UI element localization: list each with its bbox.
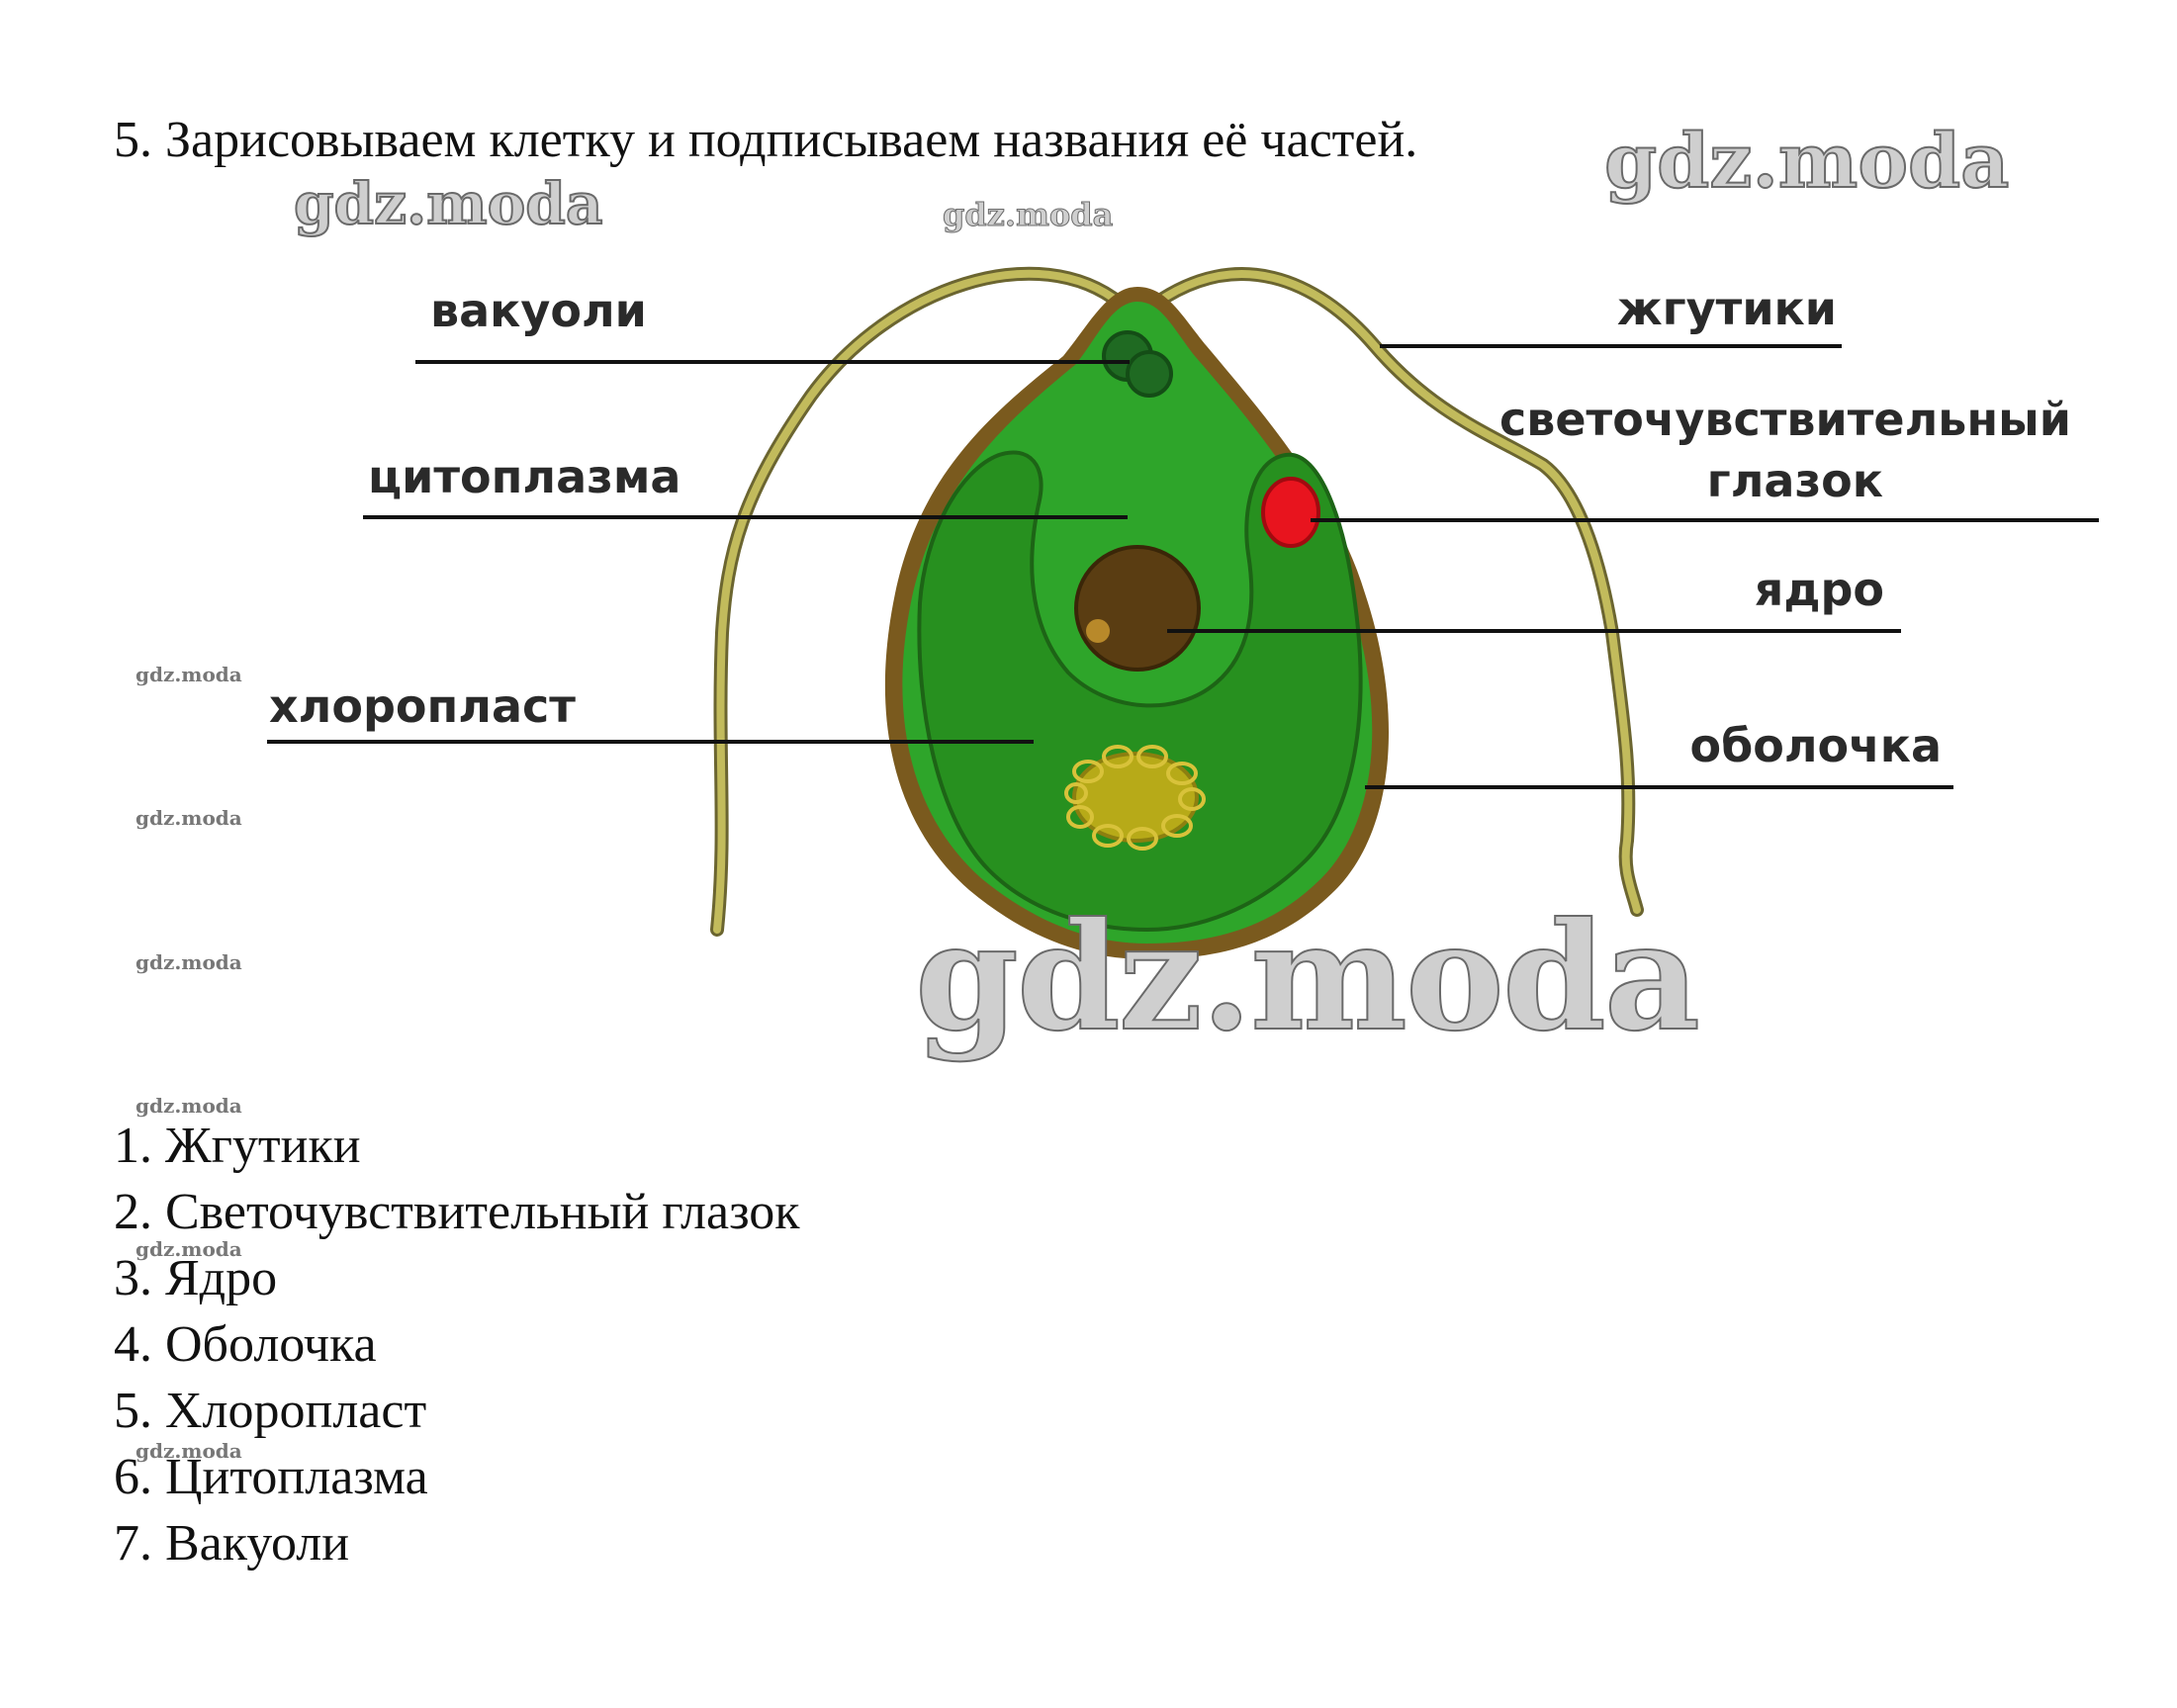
answer-item: 5. Хлоропласт xyxy=(114,1383,427,1439)
vacuole-2 xyxy=(1126,350,1173,398)
watermark: gdz.moda xyxy=(136,1439,242,1463)
answer-item: 2. Светочувствительный глазок xyxy=(114,1184,800,1240)
watermark: gdz.moda xyxy=(136,663,242,686)
label-cytoplasm: цитоплазма xyxy=(368,450,680,503)
task-heading: 5. Зарисовываем клетку и подписываем наз… xyxy=(114,112,1418,168)
answer-item: 7. Вакуоли xyxy=(114,1515,350,1572)
label-flagella: жгутики xyxy=(1617,282,1837,335)
answer-item: 4. Оболочка xyxy=(114,1316,377,1373)
label-nucleus: ядро xyxy=(1755,563,1884,616)
watermark: gdz.moda xyxy=(942,196,1114,234)
label-eyespot-line2: глазок xyxy=(1707,454,1883,507)
chloroplast-band xyxy=(917,450,1363,933)
pyrenoid-granules xyxy=(1064,745,1206,851)
watermark: gdz.moda xyxy=(136,950,242,974)
watermark: gdz.moda xyxy=(136,1237,242,1261)
answer-list: 1. Жгутики 2. Светочувствительный глазок… xyxy=(114,1113,800,1576)
label-membrane: оболочка xyxy=(1690,719,1942,772)
watermark: gdz.moda xyxy=(914,889,1701,1065)
answer-item: 3. Ядро xyxy=(114,1250,278,1306)
label-vacuoles: вакуоли xyxy=(430,284,647,337)
answer-item: 6. Цитоплазма xyxy=(114,1449,428,1505)
label-chloroplast: хлоропласт xyxy=(269,679,576,733)
eyespot xyxy=(1261,477,1320,548)
nucleus xyxy=(1074,545,1201,672)
nucleolus xyxy=(1086,619,1110,643)
leader-lines xyxy=(267,344,2099,789)
label-eyespot-line1: светочувствительный xyxy=(1499,393,2071,446)
watermark: gdz.moda xyxy=(136,806,242,830)
left-flagellum-fill xyxy=(713,269,1125,934)
watermark: gdz.moda xyxy=(293,169,603,238)
answer-item: 1. Жгутики xyxy=(114,1118,361,1174)
watermark: gdz.moda xyxy=(1603,116,2010,206)
watermark: gdz.moda xyxy=(136,1094,242,1118)
right-flagellum-fill xyxy=(1151,270,1641,914)
